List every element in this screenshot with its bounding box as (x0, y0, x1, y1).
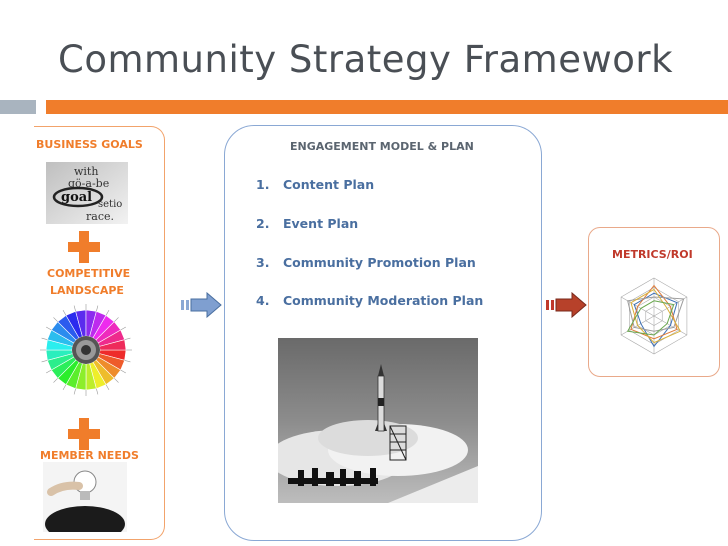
engagement-heading: ENGAGEMENT MODEL & PLAN (290, 140, 474, 153)
goal-word-3: goal (61, 190, 92, 205)
color-wheel-tick (62, 310, 67, 316)
arrow-right-blue-icon (181, 292, 222, 318)
color-wheel-tick (96, 388, 99, 395)
color-wheel-tick (105, 310, 110, 316)
color-wheel-tick (53, 378, 58, 383)
competitive-label-line1: COMPETITIVE (47, 267, 131, 280)
radar-series-outline (630, 288, 682, 344)
color-wheel-tick (124, 337, 131, 340)
color-wheel-tick (41, 337, 48, 340)
plan-item-promotion: 3. Community Promotion Plan (256, 255, 476, 270)
lightbulb-icon (43, 462, 127, 532)
header-bar-gray (0, 100, 36, 114)
color-wheel-tick (62, 384, 67, 390)
color-wheel-tick (96, 305, 99, 312)
metrics-panel (588, 227, 720, 377)
member-needs-label: MEMBER NEEDS (40, 449, 139, 462)
color-wheel-tick (114, 378, 119, 383)
radar-series-outline (626, 300, 675, 336)
plan-item-label: Content Plan (283, 177, 375, 192)
color-wheel-tick (46, 326, 52, 331)
plan-item-label: Community Promotion Plan (283, 255, 476, 270)
color-wheel-tick (114, 317, 119, 322)
goal-word-2: gö-a-be (68, 177, 109, 190)
goal-word-photo: with gö-a-be goal setio race. (46, 162, 128, 224)
competitive-label-line2: LANDSCAPE (50, 284, 124, 297)
header-bar-orange (46, 100, 728, 114)
radar-series-outline (633, 292, 678, 348)
plus-icon (68, 231, 100, 263)
arrow-right-red-icon (546, 292, 587, 318)
color-wheel-icon (40, 304, 132, 396)
plan-item-moderation: 4. Community Moderation Plan (256, 293, 483, 308)
business-goals-label: BUSINESS GOALS (36, 138, 143, 151)
color-wheel-tick (105, 384, 110, 390)
color-wheel-tick (124, 360, 131, 363)
goal-word-5: race. (86, 210, 114, 223)
color-wheel-tick (120, 369, 126, 374)
engagement-panel (224, 125, 542, 541)
plan-item-label: Community Moderation Plan (283, 293, 484, 308)
color-wheel-tick (73, 305, 76, 312)
color-wheel-tick (120, 326, 126, 331)
inputs-panel (34, 126, 165, 540)
plan-item-event: 2. Event Plan (256, 216, 358, 231)
color-wheel-tick (53, 317, 58, 322)
radar-series-outline (627, 296, 685, 332)
plus-icon (68, 418, 100, 450)
color-wheel-tick (46, 369, 52, 374)
goal-word-1: with (74, 165, 98, 178)
plan-item-number: 3. (256, 255, 270, 270)
goal-word-4: setio (98, 199, 122, 210)
radar-chart-icon (600, 266, 708, 366)
plan-item-number: 4. (256, 293, 270, 308)
plan-item-number: 2. (256, 216, 270, 231)
plan-item-content: 1. Content Plan (256, 177, 374, 192)
plan-item-label: Event Plan (283, 216, 359, 231)
color-wheel-tick (41, 360, 48, 363)
rocket-launch-photo (278, 338, 478, 503)
plan-item-number: 1. (256, 177, 270, 192)
radar-series-outline (630, 284, 678, 340)
metrics-title: METRICS/ROI (612, 248, 693, 261)
color-wheel-tick (73, 388, 76, 395)
page-title: Community Strategy Framework (58, 38, 674, 81)
